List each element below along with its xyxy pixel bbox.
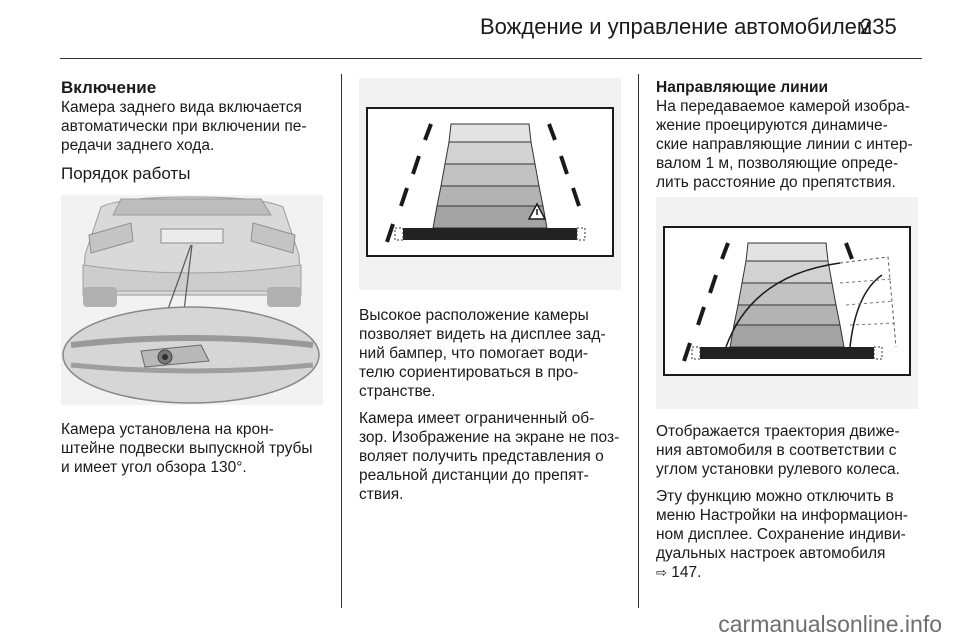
- rear-view-display-figure: [359, 78, 621, 290]
- column-divider-1: [341, 74, 342, 608]
- high-camera-text: Высокое расположение камеры позволяет ви…: [359, 307, 606, 400]
- settings-text: Эту функцию можно отключить в меню Настр…: [656, 487, 928, 582]
- trajectory-text: Отображается траектория движе- ния автом…: [656, 423, 900, 478]
- column-1: Включение Камера заднего вида включается…: [61, 78, 331, 195]
- header-divider: [60, 58, 922, 59]
- page-reference-link[interactable]: 147.: [671, 564, 702, 581]
- page-title: Вождение и управление автомобилем: [480, 14, 873, 39]
- settings-text-main: Эту функцию можно отключить в меню Настр…: [656, 488, 908, 562]
- trajectory-display-figure: [656, 197, 918, 409]
- activation-text: Камера заднего вида включается автоматич…: [61, 99, 307, 154]
- camera-caption: Камера установлена на крон- штейне подве…: [61, 420, 331, 485]
- column-3-text-top: Направляющие линии На передаваемое камер…: [656, 78, 928, 200]
- camera-caption-text: Камера установлена на крон- штейне подве…: [61, 421, 313, 476]
- guide-lines-text: На передаваемое камерой изобра- жение пр…: [656, 98, 913, 191]
- column-2-text: Высокое расположение камеры позволяет ви…: [359, 306, 631, 512]
- guide-lines-heading: Направляющие линии: [656, 79, 829, 96]
- arrow-reference-icon[interactable]: ⇨: [656, 565, 667, 580]
- camera-location-figure: [61, 195, 323, 405]
- column-3-text-bottom: Отображается траектория движе- ния автом…: [656, 422, 928, 582]
- limited-view-text: Камера имеет ограниченный об- зор. Изобр…: [359, 410, 620, 503]
- section-heading-activation: Включение: [61, 78, 157, 97]
- column-divider-2: [638, 74, 639, 608]
- watermark: carmanualsonline.info: [718, 611, 942, 637]
- section-heading-operation: Порядок работы: [61, 164, 191, 183]
- page-number: 235: [860, 14, 897, 39]
